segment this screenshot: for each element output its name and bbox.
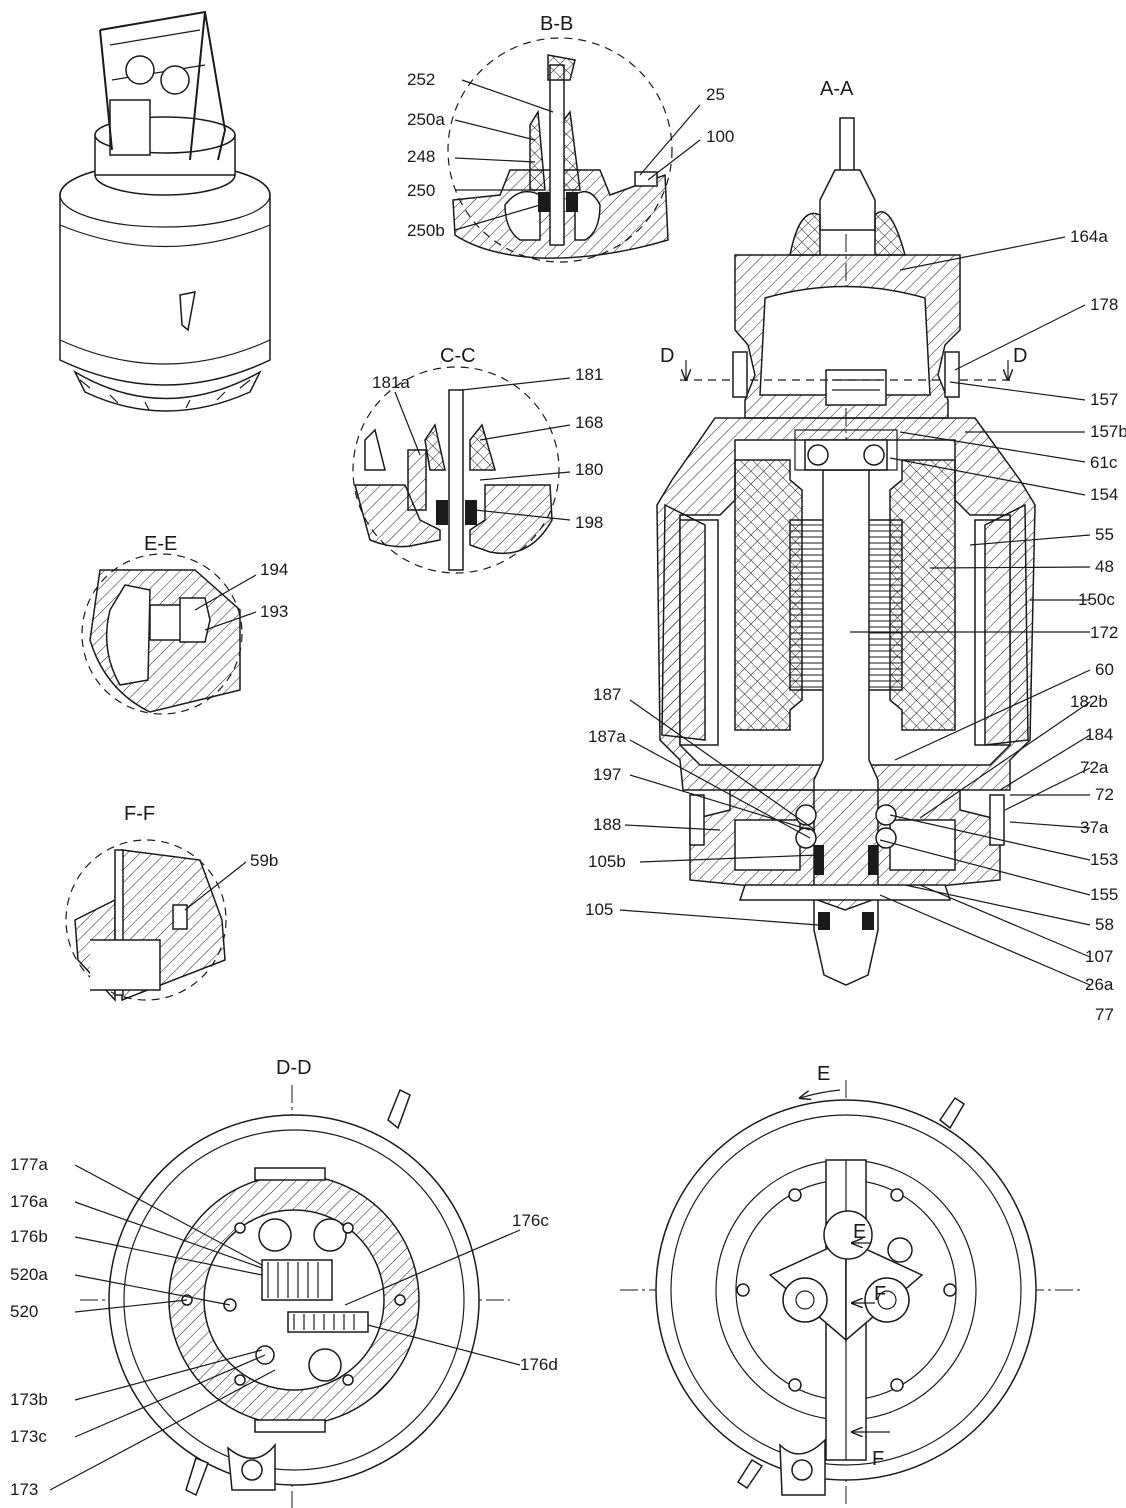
callout-105b: 105b (588, 852, 626, 871)
callout-173: 173 (10, 1480, 38, 1499)
section-mark-e-inner: E (853, 1221, 866, 1243)
callout-173c: 173c (10, 1427, 47, 1446)
callout-172: 172 (1090, 623, 1118, 642)
callout-157b: 157b (1090, 422, 1126, 441)
callout-173b: 173b (10, 1390, 48, 1409)
callout-176a: 176a (10, 1192, 48, 1211)
section-bb-detail: B-B (447, 13, 673, 263)
callout-107: 107 (1085, 947, 1113, 966)
callout-60: 60 (1095, 660, 1114, 679)
callout-105: 105 (585, 900, 613, 919)
callout-198: 198 (575, 513, 603, 532)
callout-178: 178 (1090, 295, 1118, 314)
callout-187a: 187a (588, 727, 626, 746)
section-ee-detail: E-E (81, 533, 243, 715)
callout-197: 197 (593, 765, 621, 784)
callout-250b: 250b (407, 221, 445, 240)
section-cc-detail: C-C (352, 345, 560, 574)
view-title-aa: A-A (820, 78, 854, 100)
section-aa-main: A-A D D (656, 78, 1036, 986)
callout-194: 194 (260, 560, 288, 579)
callout-155: 155 (1090, 885, 1118, 904)
callout-58: 58 (1095, 915, 1114, 934)
callout-177a: 177a (10, 1155, 48, 1174)
callout-182b: 182b (1070, 692, 1108, 711)
callout-157: 157 (1090, 390, 1118, 409)
callout-176b: 176b (10, 1227, 48, 1246)
section-mark-f-inner: F (874, 1283, 886, 1305)
callout-252: 252 (407, 70, 435, 89)
view-title-bb: B-B (540, 13, 573, 35)
callout-188: 188 (593, 815, 621, 834)
view-title-dd: D-D (276, 1057, 312, 1079)
callout-48: 48 (1095, 557, 1114, 576)
callout-176d: 176d (520, 1355, 558, 1374)
callout-520: 520 (10, 1302, 38, 1321)
callout-labels: 252 250a 248 250 250b 25 100 164a 178 15… (10, 70, 1126, 1499)
callout-520a: 520a (10, 1265, 48, 1284)
section-dd-view: D-D (80, 1057, 510, 1508)
callout-25: 25 (706, 85, 725, 104)
callout-61c: 61c (1090, 453, 1118, 472)
isometric-pump-view (59, 10, 271, 412)
callout-193: 193 (260, 602, 288, 621)
leader-lines (49, 79, 1091, 1491)
callout-250a: 250a (407, 110, 445, 129)
callout-72: 72 (1095, 785, 1114, 804)
callout-77: 77 (1095, 1005, 1114, 1024)
callout-180: 180 (575, 460, 603, 479)
callout-187: 187 (593, 685, 621, 704)
callout-184: 184 (1085, 725, 1113, 744)
callout-176c: 176c (512, 1211, 549, 1230)
callout-153: 153 (1090, 850, 1118, 869)
view-title-ee: E-E (144, 533, 177, 555)
section-mark-e-arrow: E (817, 1063, 830, 1085)
section-mark-d-right: D (1013, 345, 1027, 367)
callout-100: 100 (706, 127, 734, 146)
callout-150c: 150c (1078, 590, 1115, 609)
section-mark-f-lower: F (872, 1448, 884, 1470)
bottom-plan-view: E E F F (620, 1063, 1080, 1508)
callout-181a: 181a (372, 373, 410, 392)
callout-26a: 26a (1085, 975, 1114, 994)
callout-154: 154 (1090, 485, 1118, 504)
callout-164a: 164a (1070, 227, 1108, 246)
callout-181: 181 (575, 365, 603, 384)
callout-72a: 72a (1080, 758, 1109, 777)
callout-37a: 37a (1080, 818, 1109, 837)
callout-250: 250 (407, 181, 435, 200)
section-ff-detail: F-F (65, 803, 227, 1002)
callout-59b: 59b (250, 851, 278, 870)
callout-168: 168 (575, 413, 603, 432)
section-mark-d-left: D (660, 345, 674, 367)
callout-55: 55 (1095, 525, 1114, 544)
view-title-ff: F-F (124, 803, 155, 825)
view-title-cc: C-C (440, 345, 476, 367)
callout-248: 248 (407, 147, 435, 166)
